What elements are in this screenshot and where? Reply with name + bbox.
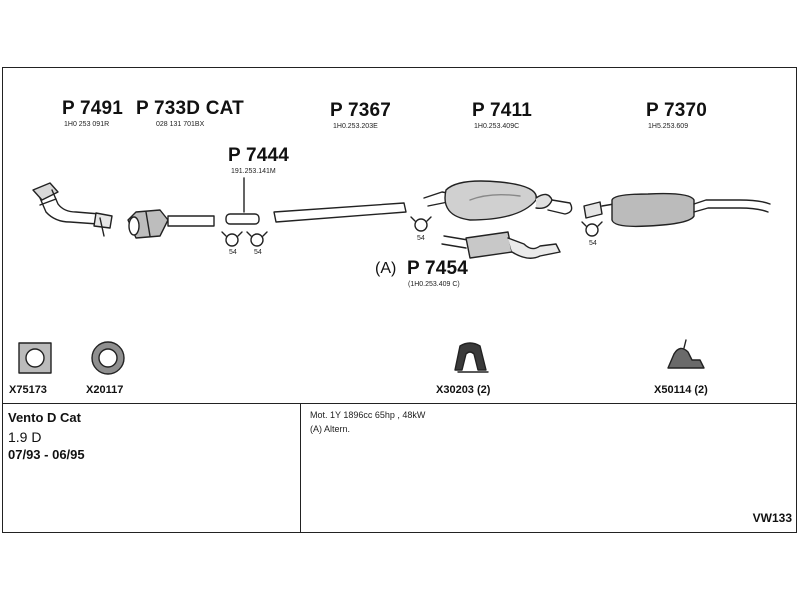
mounting-bracket-icon (667, 339, 705, 369)
rubber-hanger-icon (454, 342, 489, 373)
part-number-p7411: P 7411 (472, 100, 533, 121)
accessory-code-x30203: X30203 (2) (436, 384, 491, 396)
alternative-note: (A) Altern. (310, 424, 351, 434)
gasket-ring-icon (91, 341, 125, 375)
accessory-code-x75173: X75173 (9, 384, 47, 396)
clamp-drawing (410, 216, 432, 232)
accessory-code-x50114: X50114 (2) (654, 384, 708, 396)
oem-number-p733d: 028 131 701BX (156, 121, 205, 128)
clamp-label: 54 (254, 249, 262, 256)
centre-silencer-drawing (423, 180, 573, 221)
diagram-code: VW133 (752, 511, 792, 525)
front-pipe-drawing (32, 182, 113, 237)
clamp-label: 54 (417, 235, 425, 242)
connecting-pipe-drawing (225, 213, 260, 225)
part-number-p7367: P 7367 (330, 100, 392, 121)
oem-number-p7370: 1H5.253.609 (648, 123, 689, 130)
divider-horizontal (2, 403, 797, 404)
divider-vertical (300, 403, 301, 533)
part-number-p733d: P 733D CAT (136, 98, 244, 119)
oem-number-p7411: 1H0.253.409C (474, 123, 520, 130)
catalytic-converter-drawing (127, 209, 215, 239)
clamp-label: 54 (589, 240, 597, 247)
clamp-drawing (221, 231, 243, 247)
oem-number-p7444: 191.253.141M (231, 168, 276, 175)
vehicle-name: Vento D Cat (8, 410, 81, 425)
alternative-marker: (A) (375, 260, 397, 277)
rear-silencer-drawing (583, 192, 771, 228)
vehicle-engine: 1.9 D (8, 429, 42, 445)
alternative-silencer-drawing (441, 231, 561, 259)
part-number-p7370: P 7370 (646, 100, 708, 121)
oem-number-p7367: 1H0.253.203E (333, 123, 378, 130)
part-number-p7444: P 7444 (228, 145, 290, 166)
clamp-label: 54 (229, 249, 237, 256)
intermediate-pipe-drawing (273, 202, 407, 223)
oem-number-p7454: (1H0.253.409 C) (408, 281, 460, 288)
part-number-p7454: P 7454 (407, 258, 469, 279)
oem-number-p7491: 1H0 253 091R (64, 121, 110, 128)
gasket-square-icon (18, 342, 52, 374)
accessory-code-x20117: X20117 (86, 384, 124, 396)
engine-note: Mot. 1Y 1896cc 65hp , 48kW (310, 410, 426, 420)
diagram-frame (2, 67, 797, 533)
clamp-drawing (246, 231, 268, 247)
vehicle-dates: 07/93 - 06/95 (8, 447, 85, 462)
clamp-drawing (581, 221, 603, 237)
part-number-p7491: P 7491 (62, 98, 124, 119)
